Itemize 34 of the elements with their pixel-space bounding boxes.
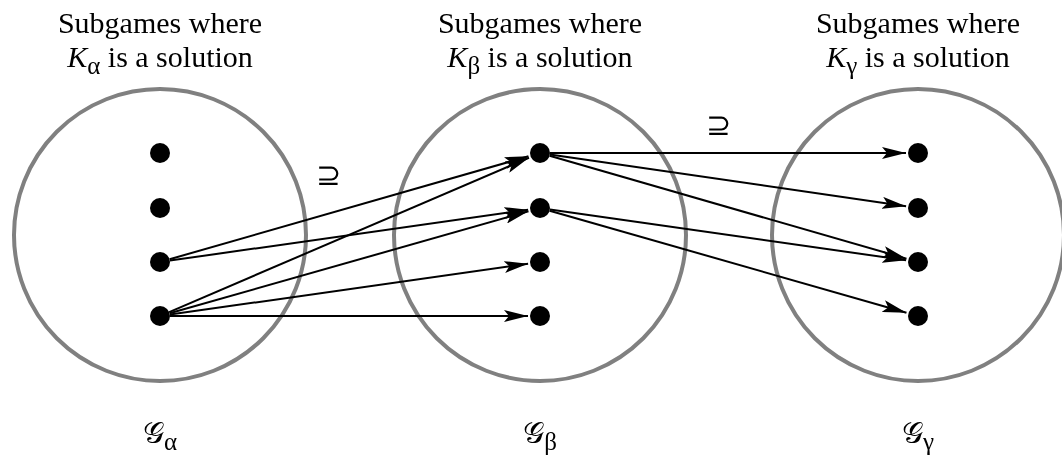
point-dot <box>530 306 550 326</box>
arrow <box>168 210 530 315</box>
arrow <box>548 154 908 260</box>
superset-symbol: ⊇ <box>316 160 341 190</box>
set-heading: Subgames where K$_{α}$ is a solution <box>56 6 264 81</box>
point-dot <box>908 252 928 272</box>
set-symbol: 𝒢$_{γ}$ <box>900 415 936 457</box>
point-dot <box>530 252 550 272</box>
set-symbol: 𝒢$_{β}$ <box>522 415 558 457</box>
point-dot <box>908 198 928 218</box>
arrow <box>548 209 908 314</box>
set-circle <box>770 87 1062 383</box>
arrow <box>549 147 907 159</box>
arrow <box>169 310 529 322</box>
point-dot <box>908 143 928 163</box>
point-dot <box>150 143 170 163</box>
arrow <box>548 153 908 209</box>
superset-symbol: ⊇ <box>706 110 731 140</box>
arrow <box>168 207 530 262</box>
point-dot <box>908 306 928 326</box>
arrow <box>168 261 530 316</box>
point-dot <box>530 198 550 218</box>
set-heading: Subgames where K$_{γ}$ is a solution <box>814 6 1022 81</box>
arrow <box>168 155 530 261</box>
point-dot <box>530 143 550 163</box>
arrow <box>168 156 530 314</box>
set-circle <box>12 87 308 383</box>
point-dot <box>150 306 170 326</box>
arrow <box>548 208 908 263</box>
point-dot <box>150 252 170 272</box>
set-symbol: 𝒢$_{α}$ <box>141 415 179 457</box>
set-circle <box>392 87 688 383</box>
point-dot <box>150 198 170 218</box>
set-heading: Subgames where K$_{β}$ is a solution <box>436 6 644 81</box>
